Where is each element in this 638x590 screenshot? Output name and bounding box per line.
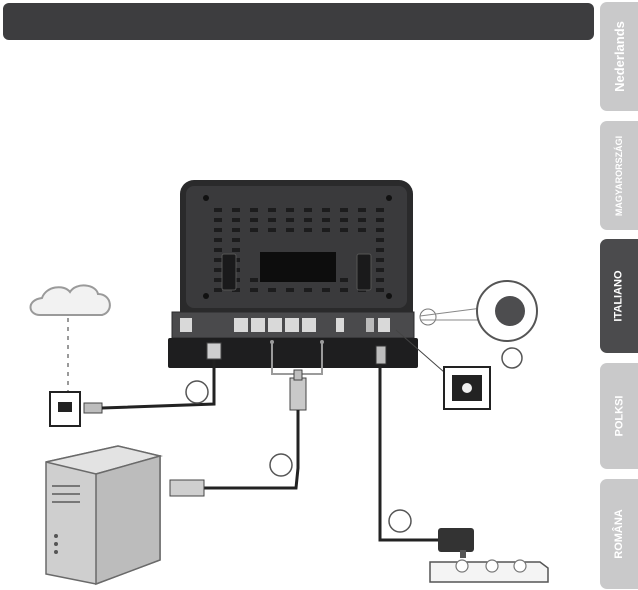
tab-italiano[interactable]: ITALIANO [600, 239, 638, 353]
tab-polksi[interactable]: POLKSI [600, 363, 638, 469]
router [168, 180, 436, 368]
step-marker [270, 454, 292, 476]
setup-illustration [0, 0, 600, 590]
step-marker [186, 381, 208, 403]
tab-nederlands[interactable]: Nederlands [600, 2, 638, 111]
tab-italiano-label: ITALIANO [613, 270, 625, 321]
tab-romana[interactable]: ROMÂNA [600, 479, 638, 589]
step-marker [502, 348, 522, 368]
tab-nederlands-label: Nederlands [612, 21, 627, 92]
wall-jack-icon [50, 392, 102, 426]
tab-romana-label: ROMÂNA [613, 509, 625, 559]
tab-magyarorszagi-label: MAGYARORSZÁGI [614, 135, 624, 215]
power-port-callout [396, 330, 490, 409]
step-marker [389, 510, 411, 532]
power-adapter-icon [438, 528, 474, 558]
tab-polksi-label: POLKSI [613, 396, 625, 437]
button-zoom-callout [420, 281, 537, 341]
power-strip-icon [430, 560, 548, 582]
internet-cloud-icon [31, 285, 110, 315]
computer-tower-icon [46, 446, 160, 584]
ethernet-plug-icon [290, 370, 306, 410]
tab-magyarorszagi[interactable]: MAGYARORSZÁGI [600, 121, 638, 230]
language-tabs: Nederlands MAGYARORSZÁGI ITALIANO POLKSI… [600, 0, 638, 590]
